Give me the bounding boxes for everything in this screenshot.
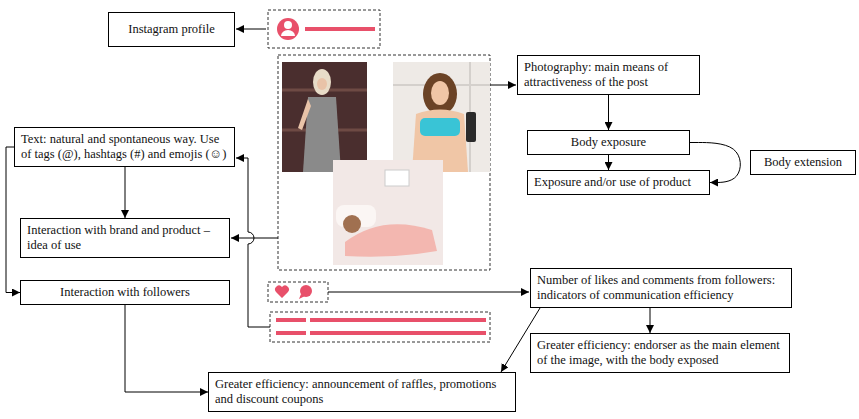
head [343,215,361,233]
dashed-frame [268,282,328,302]
caption-bar [276,318,306,322]
comment-icon-tail [299,294,305,299]
process-box: Text: natural and spontaneous way. Use o… [14,127,235,167]
box-text: Number of likes and comments from follow… [537,273,785,303]
process-box: Exposure and/or use of product [527,170,710,195]
photo-background [393,62,490,172]
process-box: Number of likes and comments from follow… [530,268,792,308]
leader-arrow [490,85,516,86]
process-box: Body extension [750,150,856,175]
reaction-icons [268,282,328,302]
box-text: Photography: main means of attractivenes… [524,60,693,90]
process-box: Instagram profile [108,12,235,47]
connector-arrow [125,167,126,218]
profile-icon [277,18,299,40]
process-box: Interaction with brand and product – ide… [20,218,230,258]
box-text: Instagram profile [115,22,228,37]
process-box: Photography: main means of attractivenes… [517,55,700,95]
box-text: Exposure and/or use of product [534,175,703,190]
name-bar [305,27,375,31]
connector-arrow [608,95,609,130]
process-box: Greater efficiency: endorser as the main… [530,333,790,373]
photo-background [333,160,443,265]
connector-arrow [125,305,208,392]
profile-header [268,10,380,48]
box-text: Text: natural and spontaneous way. Use o… [21,132,228,162]
photo-background [282,62,367,172]
connector-arrow [608,155,609,170]
bottle [466,112,476,142]
body [345,224,437,257]
photo [393,62,490,172]
photo [333,160,443,265]
connector-arrow [650,308,651,333]
dashed-frame [270,312,490,342]
heart-icon [275,286,289,298]
photo [282,62,367,172]
box-text: Body exposure [534,135,683,150]
arm [298,99,311,130]
box-text: Greater efficiency: endorser as the main… [537,338,783,368]
profile-icon-body [281,30,295,36]
face [317,78,327,90]
dashed-frame [268,10,380,48]
caption-bar [310,318,486,322]
phone [385,170,409,186]
leader-arrow [236,29,266,30]
hair [423,73,457,115]
box-text: Interaction with brand and product – ide… [27,223,223,253]
box-text: Interaction with followers [27,285,223,300]
box-text: Body extension [757,155,849,170]
process-box: Interaction with followers [20,280,230,305]
box-text: Greater efficiency: announcement of raff… [215,377,509,407]
dashed-frame [278,55,490,270]
caption-bars [270,312,490,342]
face [431,81,449,105]
hair [313,69,331,95]
profile-icon-head [284,21,292,29]
process-box: Greater efficiency: announcement of raff… [208,372,516,412]
leader-arrow [236,158,270,327]
leader-arrow [328,292,529,293]
caption-bar [310,331,486,335]
caption-bar [276,331,306,335]
process-box: Body exposure [527,130,690,155]
top [420,118,460,136]
connector-arrow [6,147,20,293]
